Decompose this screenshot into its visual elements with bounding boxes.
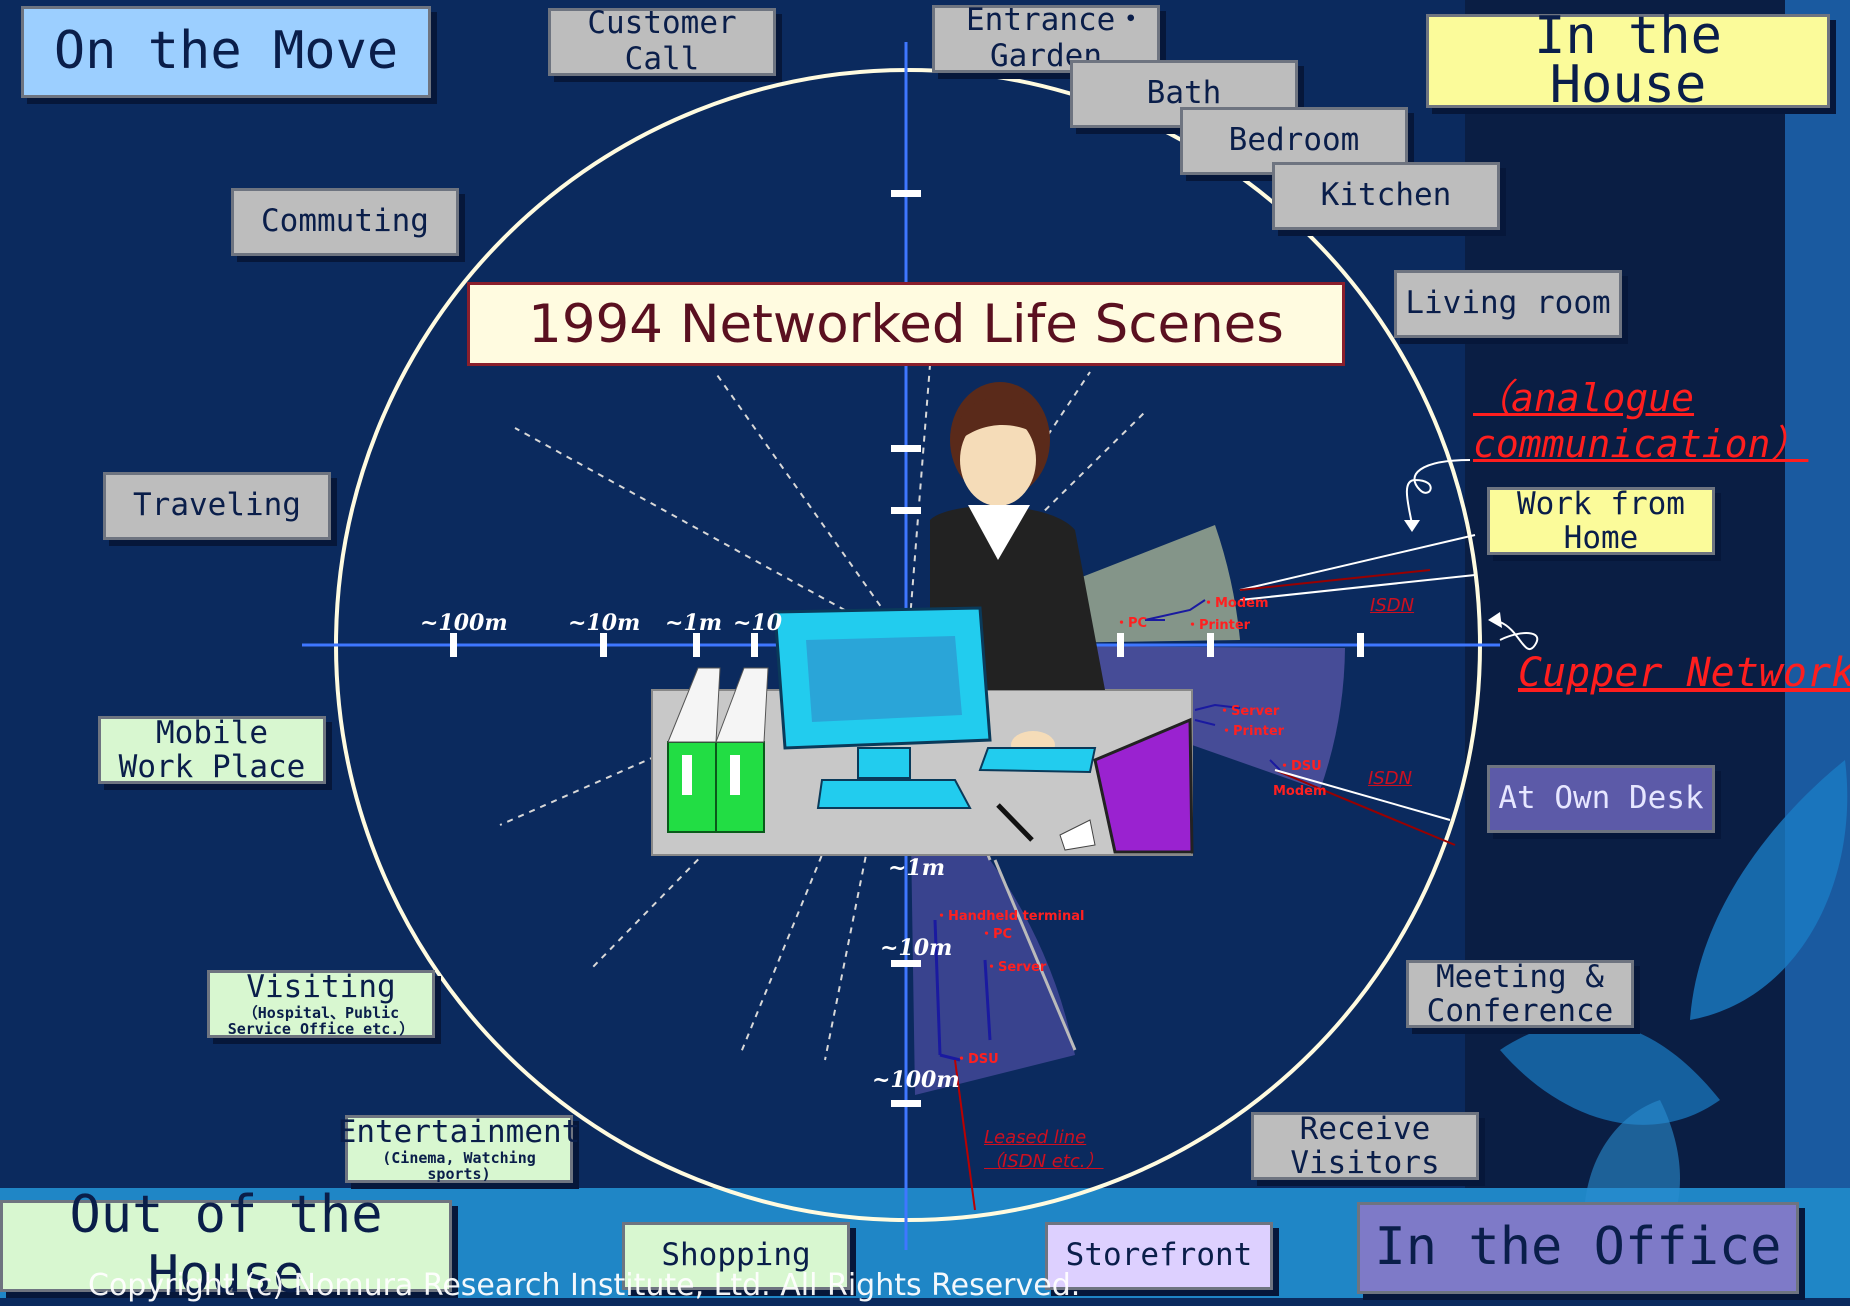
diagram-title: 1994 Networked Life Scenes (467, 282, 1345, 366)
isdn-home-label: ISDN (1370, 595, 1415, 616)
distance-h-100m: ~100m (420, 610, 508, 636)
scene-commuting: Commuting (231, 188, 459, 256)
device-office-server: ・Server (1218, 704, 1280, 719)
scene-living-room: Living room (1394, 270, 1622, 338)
device-out-server: ・Server (985, 960, 1047, 975)
scene-storefront: Storefront (1045, 1222, 1273, 1290)
zone-in-the-office: In the Office (1357, 1202, 1799, 1294)
zone-in-the-house: In the House (1426, 5, 1830, 115)
scene-at-own-desk-label: At Own Desk (1498, 780, 1704, 817)
scene-receive-visitors-label: Receive Visitors (1290, 1110, 1440, 1181)
cupper-network-annotation: Cupper Network (1518, 650, 1850, 696)
scene-entertainment-sublabel: (Cinema, Watching sports) (382, 1149, 536, 1183)
scene-mobile-work-place-label: Mobile Work Place (118, 714, 306, 785)
copyright-notice: Copyright (c) Nomura Research Institute,… (88, 1268, 1081, 1303)
scene-meeting-conference-label: Meeting & Conference (1426, 958, 1614, 1029)
scene-visiting-label: Visiting (246, 969, 396, 1006)
scene-traveling-label: Traveling (133, 487, 301, 524)
zone-out-of-the-house-label: Out of the House (69, 1185, 383, 1305)
scene-customer-call: Customer Call (548, 5, 776, 77)
scene-visiting: Visiting （Hospital、Public Service Office… (207, 970, 435, 1038)
leased-line-label: Leased line（ISDN etc.） (984, 1127, 1104, 1173)
scene-work-from-home-label: Work from Home (1517, 485, 1685, 556)
zone-in-the-house-label: In the House (1534, 5, 1722, 115)
device-home-pc: ・PC (1115, 616, 1148, 631)
scene-meeting-conference: Meeting & Conference (1406, 960, 1634, 1028)
zone-in-the-office-label: In the Office (1374, 1217, 1782, 1278)
scene-work-from-home: Work from Home (1487, 487, 1715, 555)
scene-visiting-sublabel: （Hospital、Public Service Office etc.） (227, 1004, 415, 1038)
device-out-pc: ・PC (980, 927, 1013, 942)
distance-v-10m: ~10m (880, 935, 953, 961)
scene-kitchen: Kitchen (1272, 162, 1500, 230)
scene-shopping-label: Shopping (661, 1237, 811, 1274)
device-office-printer: ・Printer (1220, 724, 1285, 739)
scene-entertainment-label: Entertainment (337, 1114, 581, 1151)
distance-v-100m: ~100m (872, 1067, 960, 1093)
scene-commuting-label: Commuting (261, 203, 429, 240)
scene-receive-visitors: Receive Visitors (1251, 1112, 1479, 1180)
device-out-dsu: ・DSU (955, 1052, 999, 1067)
device-office-dsu: ・DSU (1278, 759, 1322, 774)
distance-h-10: ~10 (733, 610, 783, 636)
scene-shopping: Shopping (622, 1222, 850, 1290)
scene-kitchen-label: Kitchen (1320, 177, 1452, 214)
scene-storefront-label: Storefront (1065, 1237, 1253, 1274)
zone-on-the-move-label: On the Move (53, 21, 399, 82)
distance-v-1m: ~1m (888, 855, 946, 881)
device-office-modem: Modem (1273, 784, 1327, 799)
scene-traveling: Traveling (103, 472, 331, 540)
scene-customer-call-label: Customer Call (587, 5, 737, 77)
scene-bedroom-label: Bedroom (1228, 122, 1360, 159)
zone-out-of-the-house: Out of the House (0, 1185, 452, 1305)
scene-mobile-work-place: Mobile Work Place (98, 716, 326, 784)
scene-entertainment: Entertainment (Cinema, Watching sports) (338, 1115, 580, 1183)
distance-h-1m: ~1m (665, 610, 723, 636)
scene-at-own-desk: At Own Desk (1487, 765, 1715, 833)
scene-bath-label: Bath (1146, 75, 1222, 112)
scene-living-room-label: Living room (1405, 285, 1611, 322)
zone-on-the-move: On the Move (21, 6, 431, 98)
scene-entrance-garden: Entrance・Garden (932, 2, 1160, 74)
device-home-modem: ・Modem (1202, 596, 1269, 611)
device-home-printer: ・Printer (1186, 618, 1251, 633)
distance-h-10m: ~10m (568, 610, 641, 636)
analogue-communication-annotation: （analogue communication） (1473, 376, 1809, 466)
device-out-handheld: ・Handheld terminal (935, 909, 1085, 924)
isdn-office-label: ISDN (1368, 768, 1413, 789)
